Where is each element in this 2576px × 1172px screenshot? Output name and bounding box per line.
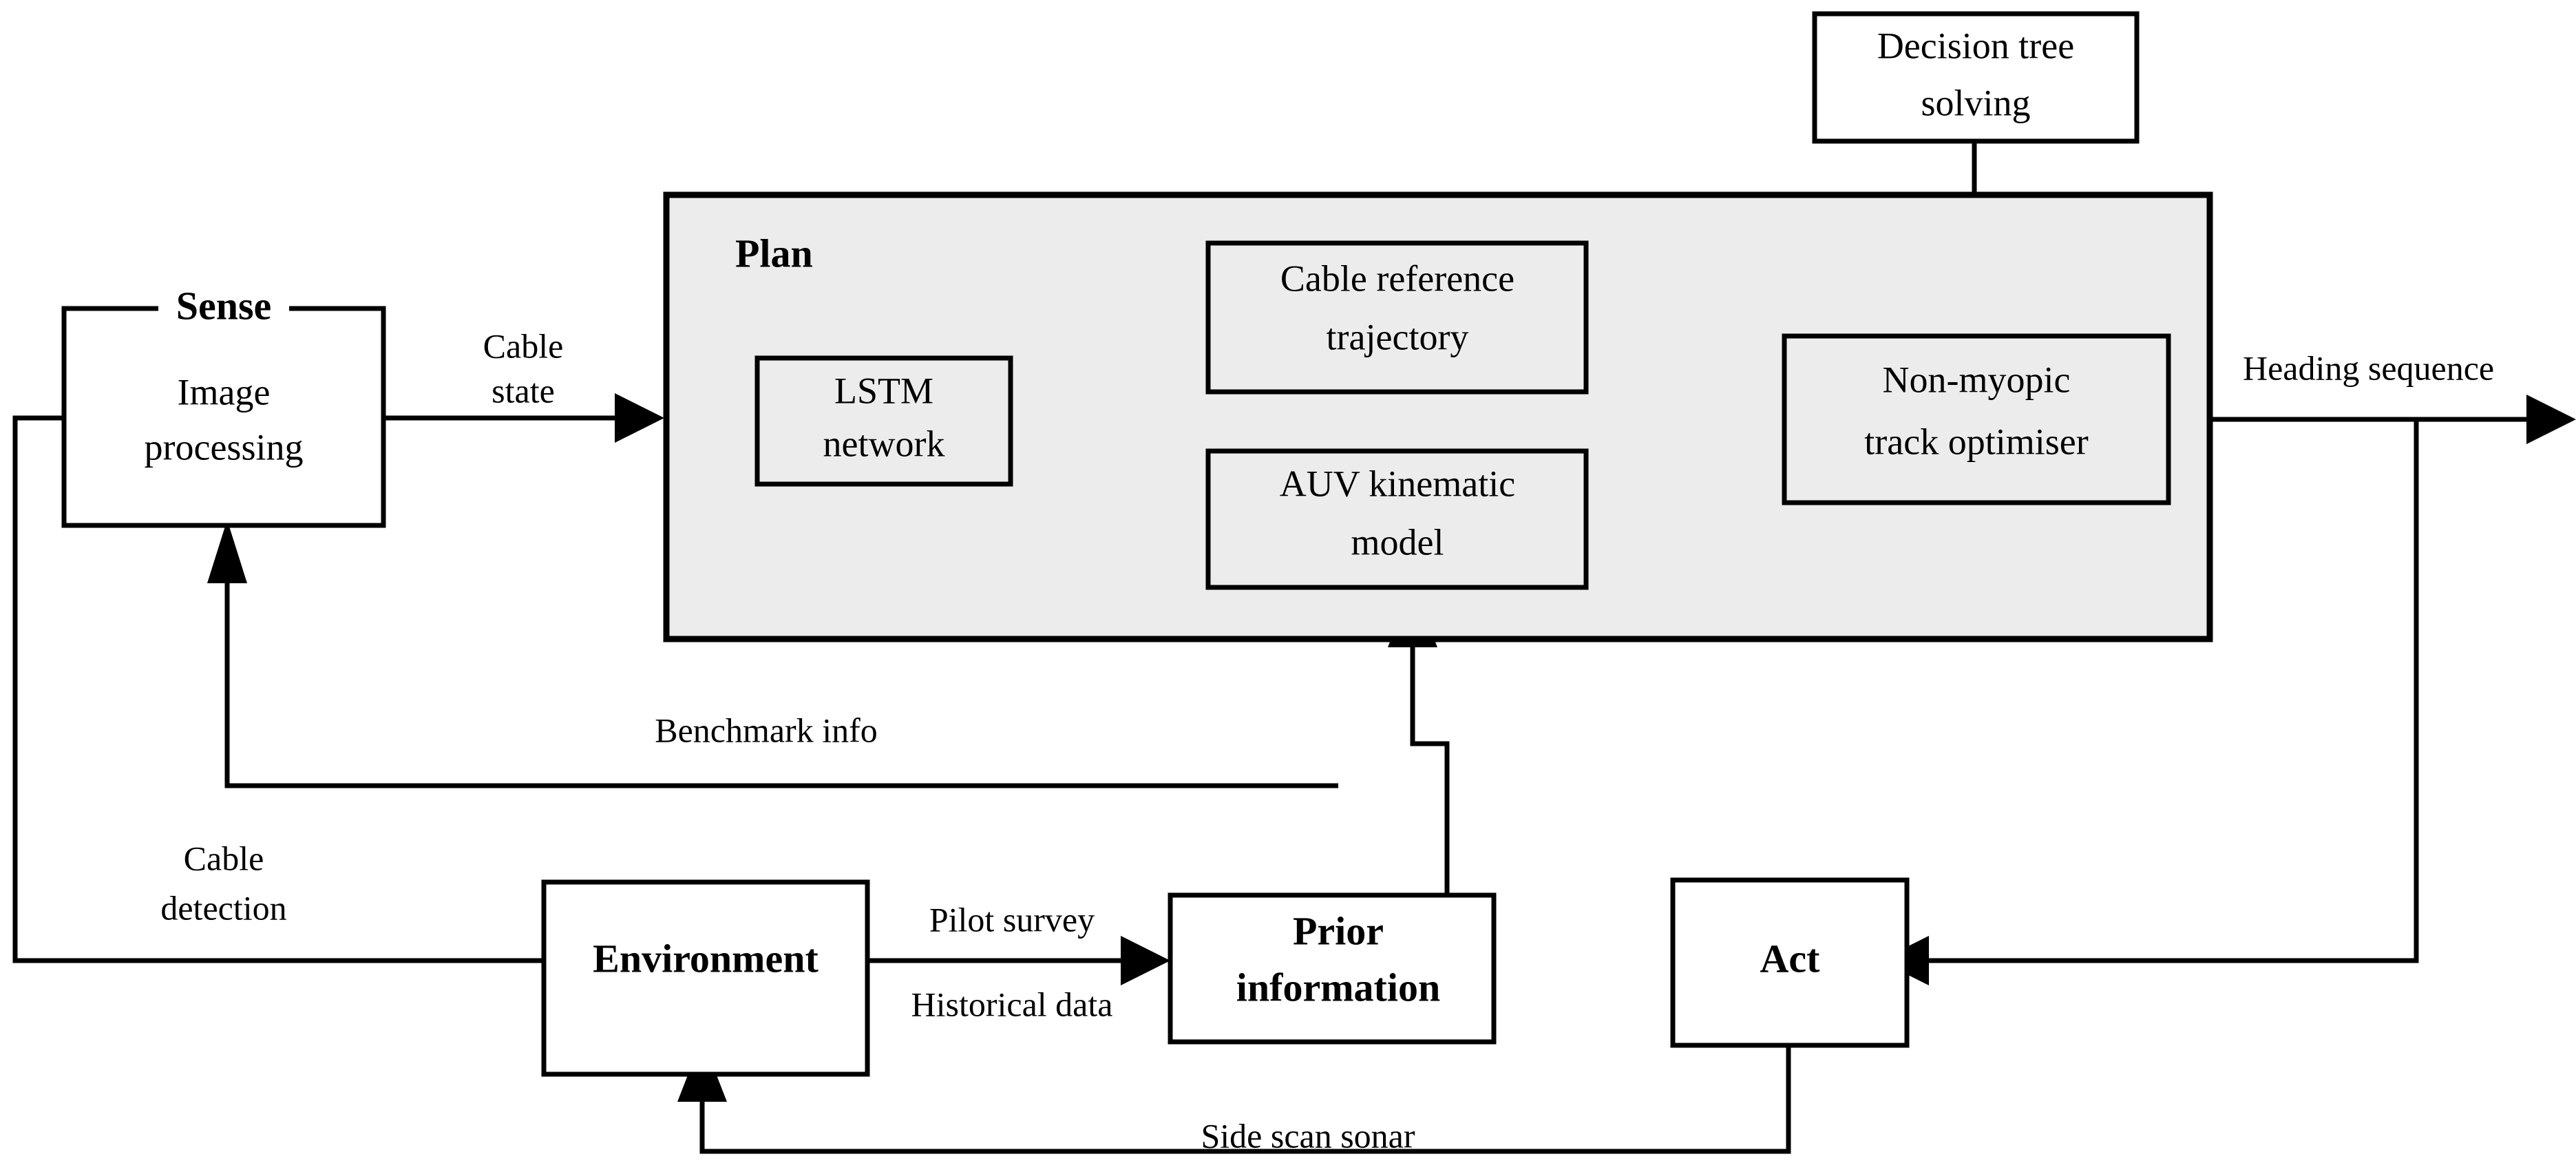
- edge-label-cable-detection-line1: Cable: [184, 839, 264, 877]
- node-act[interactable]: Act: [1670, 877, 1910, 1048]
- node-environment[interactable]: Environment: [541, 879, 870, 1077]
- cable-ref-label-line2: trajectory: [1327, 316, 1469, 357]
- edge-label-cable-state-line1: Cable: [483, 326, 564, 365]
- prior-label-line1: Prior: [1293, 908, 1384, 953]
- edge-label-side-scan-sonar: Side scan sonar: [1201, 1116, 1415, 1155]
- auv-box[interactable]: [1205, 448, 1589, 590]
- sense-box[interactable]: [61, 306, 386, 528]
- prior-label-line2: information: [1236, 965, 1440, 1009]
- lstm-label-line1: LSTM: [834, 370, 933, 411]
- plan-panel-title: Plan: [735, 231, 813, 275]
- sense-title: Sense: [176, 283, 272, 328]
- edge-label-benchmark-info: Benchmark info: [655, 711, 878, 749]
- optimiser-label-line2: track optimiser: [1864, 421, 2088, 462]
- arrowhead-environment-to-prior: [1121, 936, 1170, 985]
- arrowhead-benchmark-info: [207, 520, 247, 583]
- sense-body-line1: Image: [178, 371, 271, 412]
- node-cable-reference-trajectory[interactable]: Cable reference trajectory: [1205, 240, 1589, 395]
- edge-label-cable-detection-line2: detection: [160, 888, 286, 927]
- edge-benchmark-info: [207, 520, 1338, 788]
- auv-label-line1: AUV kinematic: [1280, 463, 1515, 504]
- edge-cable-state: [383, 393, 664, 443]
- prior-box[interactable]: [1168, 892, 1497, 1045]
- environment-box[interactable]: [541, 879, 870, 1077]
- sense-body-line2: processing: [145, 426, 304, 468]
- edge-heading-sequence: [1879, 395, 2576, 985]
- node-lstm-network[interactable]: LSTM network: [754, 355, 1013, 487]
- lstm-label-line2: network: [823, 423, 945, 464]
- edge-label-heading-sequence: Heading sequence: [2243, 348, 2494, 387]
- auv-label-line2: model: [1351, 521, 1444, 563]
- act-label: Act: [1760, 936, 1821, 981]
- arrowhead-heading-sequence: [2526, 395, 2576, 444]
- decision-label-line1: Decision tree: [1877, 25, 2074, 66]
- sense-title-gap: [158, 292, 289, 325]
- act-box[interactable]: [1670, 877, 1910, 1048]
- node-non-myopic-track-optimiser[interactable]: Non-myopic track optimiser: [1782, 333, 2171, 505]
- edge-environment-to-prior: [867, 936, 1170, 985]
- node-decision-tree-solving[interactable]: Decision tree solving: [1812, 11, 2140, 144]
- cable-ref-box[interactable]: [1205, 240, 1589, 395]
- environment-label: Environment: [593, 936, 819, 981]
- lstm-box[interactable]: [754, 355, 1013, 487]
- optimiser-box[interactable]: [1782, 333, 2171, 505]
- node-prior-information[interactable]: Prior information: [1168, 892, 1497, 1045]
- node-sense[interactable]: Sense Image processing: [61, 283, 386, 528]
- decision-label-line2: solving: [1921, 82, 2030, 123]
- arrowhead-cable-state: [615, 393, 664, 443]
- edge-label-historical-data: Historical data: [911, 985, 1113, 1023]
- edge-label-pilot-survey: Pilot survey: [929, 900, 1095, 939]
- edge-label-cable-state-line2: state: [492, 371, 555, 410]
- node-auv-kinematic-model[interactable]: AUV kinematic model: [1205, 448, 1589, 590]
- optimiser-label-line1: Non-myopic: [1883, 359, 2071, 400]
- cable-ref-label-line1: Cable reference: [1280, 258, 1514, 299]
- decision-box[interactable]: [1812, 11, 2140, 144]
